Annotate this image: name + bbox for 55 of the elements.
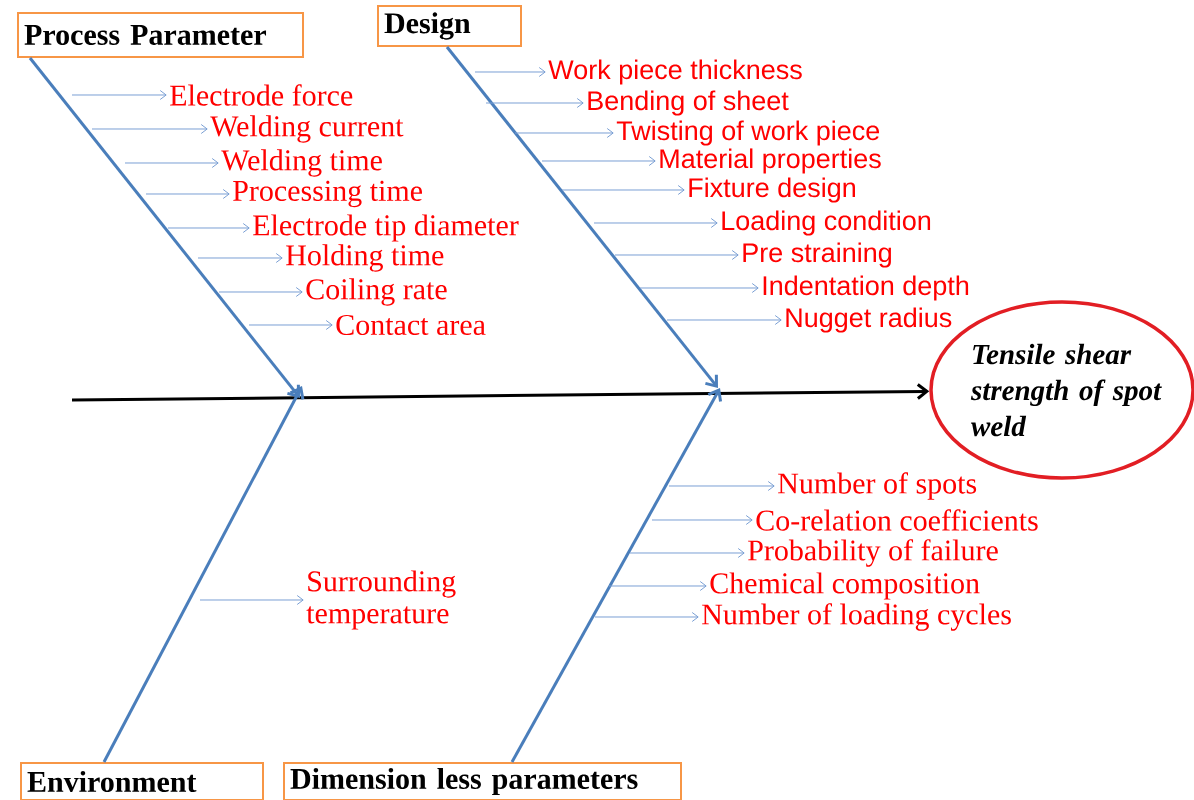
- arrow: [167, 223, 250, 233]
- cause-label: Surrounding temperature: [306, 570, 456, 630]
- arrow: [145, 189, 230, 199]
- arrow: [541, 156, 656, 166]
- arrow: [197, 253, 283, 263]
- arrow: [199, 595, 304, 605]
- cause-label: Number of spots: [778, 472, 977, 500]
- cause-label: Holding time: [286, 244, 444, 272]
- arrow: [651, 515, 753, 525]
- bone-arrow: [102, 386, 305, 763]
- cause-label: Probability of failure: [748, 539, 998, 567]
- cause-label: Loading condition: [722, 210, 931, 236]
- cause-label: Work piece thickness: [548, 59, 802, 85]
- arrow: [639, 283, 759, 293]
- arrow: [474, 67, 546, 77]
- cause-label: Chemical composition: [710, 572, 980, 600]
- bone-arrow: [28, 57, 300, 398]
- cause-label: Electrode force: [170, 84, 353, 106]
- cause-label: Nugget radius: [786, 307, 952, 333]
- arrow: [614, 250, 739, 260]
- category-box: Process Parameter: [17, 12, 304, 58]
- cause-label: Fixture design: [689, 177, 855, 203]
- cause-label: Co-relation coefficients: [756, 509, 1038, 531]
- arrow: [593, 218, 718, 228]
- cause-label: Contact area: [336, 314, 486, 336]
- cause-label: Welding time: [221, 149, 382, 177]
- arrow: [594, 612, 699, 622]
- arrow: [218, 287, 303, 297]
- arrow: [91, 124, 208, 134]
- cause-label: Pre straining: [743, 242, 891, 268]
- cause-label: Coiling rate: [306, 278, 447, 306]
- arrow: [561, 185, 685, 195]
- cause-label: Bending of sheet: [588, 90, 789, 116]
- arrow: [248, 320, 333, 330]
- category-box: Environment: [20, 762, 264, 800]
- bone-arrow: [445, 46, 718, 388]
- arrow: [71, 90, 167, 100]
- arrow: [666, 315, 782, 325]
- spine-arrow: [72, 383, 930, 402]
- cause-label: Processing time: [233, 180, 422, 208]
- cause-label: Electrode tip diameter: [253, 214, 519, 242]
- category-box: Dimension less parameters: [283, 762, 682, 800]
- arrow: [514, 128, 614, 138]
- cause-label: Material properties: [660, 148, 881, 174]
- cause-label: Twisting of work piece: [616, 120, 880, 146]
- cause-label: Welding current: [210, 115, 404, 143]
- arrow: [124, 158, 219, 168]
- arrow: [485, 98, 584, 108]
- bone-arrow: [510, 388, 723, 763]
- cause-label: Number of loading cycles: [702, 603, 1011, 631]
- arrow: [668, 481, 775, 491]
- cause-label: Indentation depth: [763, 275, 969, 301]
- arrow: [608, 581, 707, 591]
- arrow: [629, 548, 745, 558]
- category-box: Design: [377, 5, 522, 47]
